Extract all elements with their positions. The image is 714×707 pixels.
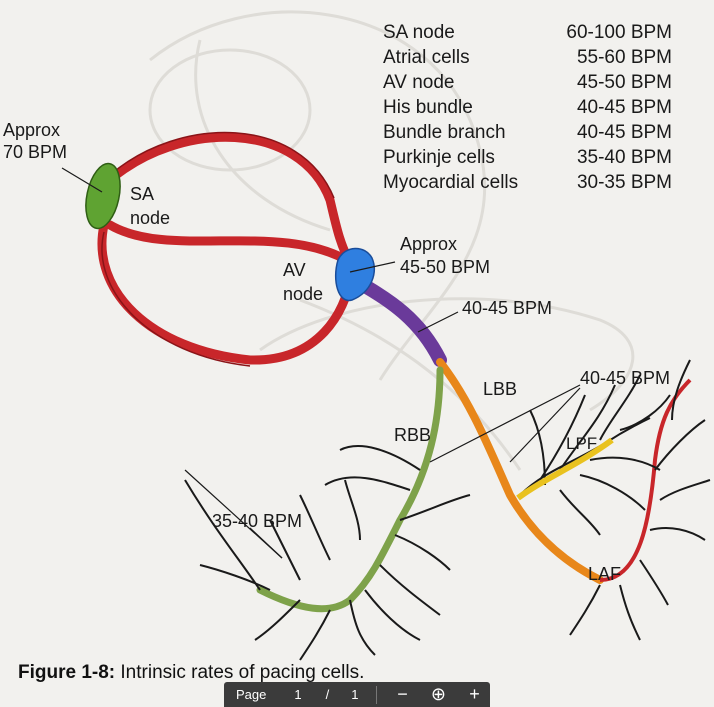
current-page-input[interactable]: 1 [294,687,302,702]
laf-label: LAF [588,564,621,584]
rate-row-name: Bundle branch [383,122,506,143]
zoom-icon[interactable]: ⊕ [430,684,447,704]
page-separator: / [325,687,330,702]
rate-row-name: SA node [383,22,455,43]
rate-row-value: 35-40 BPM [577,147,672,168]
diagram-labels: Approx 70 BPM SA node AV node Approx 45-… [3,120,670,584]
av-node-shape [334,247,375,301]
sa-node-shape [85,162,121,230]
rate-row-value: 40-45 BPM [577,97,672,118]
page-label: Page [236,687,267,702]
rate-row-name: AV node [383,72,454,93]
av-rate-label: Approx [400,234,457,254]
right-bundle-branch [256,366,444,613]
laf-fibers [569,359,711,641]
rate-row-name: His bundle [383,97,473,118]
background-heart-illustration [148,10,635,471]
zoom-out-button[interactable]: − [397,684,408,704]
sa-rate-label: Approx [3,120,60,140]
lbb-label: LBB [483,379,517,399]
rate-row-name: Atrial cells [383,47,470,68]
sa-node-label: node [130,208,170,228]
av-rate-label: 45-50 BPM [400,257,490,277]
internodal-pathways [97,132,355,365]
rate-row-name: Myocardial cells [383,172,518,193]
sa-node-label: SA [130,184,154,204]
rate-row-value: 30-35 BPM [577,172,672,193]
figure-number: Figure 1-8: [18,662,116,683]
av-node-label: node [283,284,323,304]
pointer-lines [61,167,581,559]
his-rate-label: 40-45 BPM [462,298,552,318]
zoom-in-button[interactable]: + [469,684,480,704]
rbb-label: RBB [394,425,431,445]
rate-row-value: 60-100 BPM [566,22,672,43]
av-node-label: AV [283,260,306,280]
rate-row-value: 40-45 BPM [577,122,672,143]
total-pages: 1 [351,687,359,702]
rates-table: SA node 60-100 BPM Atrial cells 55-60 BP… [383,22,672,193]
rbb-fibers [184,445,471,661]
left-bundle-branch [436,358,604,584]
purkinje-rate-label: 35-40 BPM [212,511,302,531]
rate-row-name: Purkinje cells [383,147,495,168]
bundle-rate-label: 40-45 BPM [580,368,670,388]
rate-row-value: 45-50 BPM [577,72,672,93]
figure-caption-text: Intrinsic rates of pacing cells. [120,662,365,683]
rate-row-value: 55-60 BPM [577,47,672,68]
toolbar-divider [376,685,378,704]
lpf-label: LPF [566,434,597,453]
left-anterior-fascicle [599,378,692,582]
sa-rate-label: 70 BPM [3,142,67,162]
figure-caption: Figure 1-8: Intrinsic rates of pacing ce… [18,662,364,684]
pdf-page-toolbar: Page 1 / 1 − ⊕ + [224,682,490,707]
